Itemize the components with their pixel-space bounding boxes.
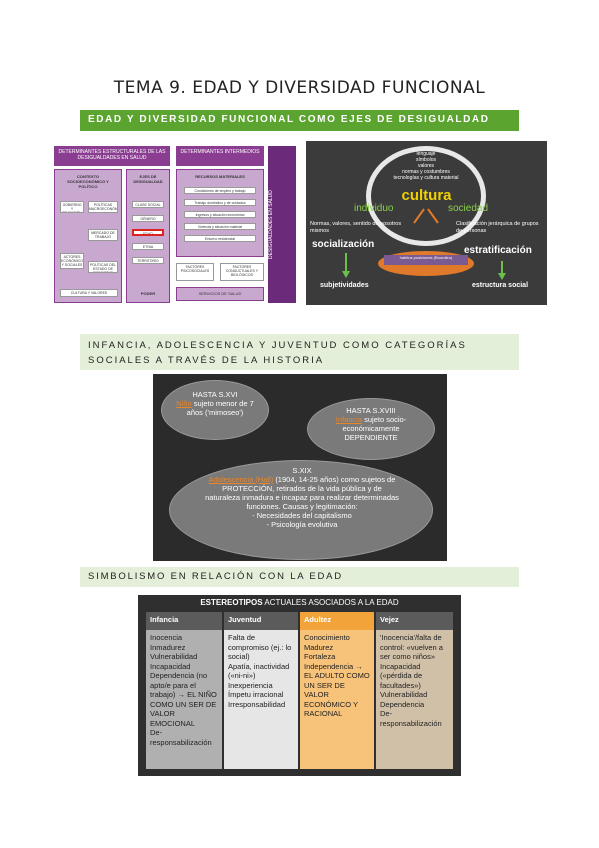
oval-s19-item-2: - Psicología evolutiva bbox=[266, 520, 338, 529]
estado-box: POLÍTICAS DEL ESTADO DE BIENESTAR bbox=[88, 261, 118, 273]
oval-s19-text: S.XIX Adolescencia (Hall) (1904, 14-25 a… bbox=[205, 466, 399, 529]
cultura-arrows bbox=[342, 208, 506, 280]
col-juventud: Juventud Falta de compromiso (ej.: lo so… bbox=[224, 612, 298, 769]
gobierno-box: GOBIERNO Y TRADICIÓN POLÍTICA bbox=[60, 201, 84, 213]
psicosociales-box: FACTORES PSICOSOCIALES bbox=[176, 263, 214, 281]
recurso-3: Ingresos y situación económica bbox=[184, 211, 256, 218]
poder-label: PODER bbox=[140, 291, 156, 296]
eje-genero: GÉNERO bbox=[132, 215, 164, 222]
oval-s18-link[interactable]: Infancia bbox=[335, 415, 363, 424]
recurso-2: Trabajo doméstico y de cuidados bbox=[184, 199, 256, 206]
oval-s19 bbox=[169, 460, 433, 560]
cultura-word: cultura bbox=[401, 187, 452, 204]
sociedad-label: sociedad bbox=[448, 203, 489, 214]
servicios-label: SERVICIOS DE SALUD bbox=[198, 291, 242, 296]
determinantes-diagram: DETERMINANTES ESTRUCTURALES DE LAS DESIG… bbox=[52, 141, 299, 305]
oval-s18-desc: sujeto socio-económicamente DEPENDIENTE bbox=[342, 415, 407, 442]
contexto-label: CONTEXTO SOCIOECONÓMICO Y POLÍTICO bbox=[67, 174, 109, 189]
estructura-label: estructura social bbox=[472, 282, 529, 289]
oval-s16-desc: sujeto menor de 7 años ('mimoseo') bbox=[186, 399, 254, 417]
recurso-5: Entorno residencial bbox=[184, 235, 256, 242]
eje-edad: EDAD bbox=[132, 229, 164, 236]
desigualdades-side: DESIGUALDADES EN SALUD bbox=[268, 146, 296, 303]
cultura-line-3: valores bbox=[417, 163, 435, 169]
oval-s16-text: HASTA S.XVI Niño sujeto menor de 7 años … bbox=[173, 390, 257, 417]
oval-s18 bbox=[307, 398, 435, 460]
eje-clase: CLASE SOCIAL bbox=[132, 201, 164, 208]
actores-box: ACTORES ECONÓMICOS Y SOCIALES bbox=[60, 253, 84, 269]
cultura-line-4: normas y costumbres bbox=[402, 169, 450, 175]
cultura-line-1: lenguaje bbox=[416, 151, 436, 157]
cultura-ring bbox=[366, 146, 486, 246]
col-body: 'Inocencia'/falta de control: «vuelven a… bbox=[376, 630, 453, 769]
col-body: Conocimiento Madurez Fortaleza Independe… bbox=[300, 630, 374, 769]
recursos-label: RECURSOS MATERIALES bbox=[195, 174, 245, 179]
cultura-diagram: lenguaje símbolos valores normas y costu… bbox=[306, 141, 547, 305]
eje-etnia: ETNIA bbox=[132, 243, 164, 250]
cultura-line-5: tecnologías y cultura material bbox=[393, 175, 459, 181]
col-header: Adultez bbox=[300, 612, 374, 630]
estratificacion-label: estratificación bbox=[464, 245, 532, 256]
eje-territorio: TERRITORIO bbox=[132, 257, 164, 264]
politicas-box: POLÍTICAS MACROECONÓMICAS bbox=[88, 201, 118, 213]
oval-s18-title: HASTA S.XVIII bbox=[346, 406, 396, 415]
ejes-box bbox=[126, 169, 170, 303]
section-heading-simbolismo: SIMBOLISMO EN RELACIÓN CON LA EDAD bbox=[80, 567, 519, 587]
section-heading-infancia: INFANCIA, ADOLESCENCIA Y JUVENTUD COMO C… bbox=[80, 334, 519, 370]
oval-s16-link[interactable]: Niño bbox=[176, 399, 192, 408]
oval-s19-item-1: - Necesidades del capitalismo bbox=[252, 511, 352, 520]
col-header: Vejez bbox=[376, 612, 453, 630]
col-header: Juventud bbox=[224, 612, 298, 630]
subjetividades-label: subjetividades bbox=[320, 282, 369, 289]
col-adultez: Adultez Conocimiento Madurez Fortaleza I… bbox=[300, 612, 374, 769]
col-vejez: Vejez 'Inocencia'/falta de control: «vue… bbox=[376, 612, 453, 769]
estereotipos-title-rest: ACTUALES ASOCIADOS A LA EDAD bbox=[262, 598, 399, 607]
estereotipos-title-bold: ESTEREOTIPOS bbox=[200, 598, 263, 607]
estereotipos-title: ESTEREOTIPOS ACTUALES ASOCIADOS A LA EDA… bbox=[138, 598, 461, 607]
cultura-box: CULTURA Y VALORES bbox=[60, 289, 118, 297]
historia-diagram: HASTA S.XVI Niño sujeto menor de 7 años … bbox=[153, 374, 447, 561]
oval-s16 bbox=[161, 380, 269, 440]
oval-s18-text: HASTA S.XVIII Infancia sujeto socio-econ… bbox=[325, 406, 417, 442]
ejes-label: EJES DE DESIGUALDAD bbox=[133, 174, 163, 184]
page-title: TEMA 9. EDAD Y DIVERSIDAD FUNCIONAL bbox=[113, 78, 486, 98]
servicios-box bbox=[176, 287, 264, 301]
recurso-1: Condiciones de empleo y trabajo bbox=[184, 187, 256, 194]
col-body: Inocencia Inmadurez Vulnerabilidad Incap… bbox=[146, 630, 222, 769]
section-heading-ejes: EDAD Y DIVERSIDAD FUNCIONAL COMO EJES DE… bbox=[80, 110, 519, 131]
col-header: Infancia bbox=[146, 612, 222, 630]
oval-s19-link[interactable]: Adolescencia (Hall) bbox=[208, 475, 274, 484]
col-body: Falta de compromiso (ej.: lo social) Apa… bbox=[224, 630, 298, 769]
estereotipos-table: ESTEREOTIPOS ACTUALES ASOCIADOS A LA EDA… bbox=[138, 595, 461, 776]
recurso-4: Vivienda y situación material bbox=[184, 223, 256, 230]
socializacion-label: socialización bbox=[312, 239, 375, 250]
intermedios-header: DETERMINANTES INTERMEDIOS bbox=[176, 146, 264, 166]
cultura-line-2: símbolos bbox=[415, 157, 436, 163]
oval-s19-title: S.XIX bbox=[292, 466, 312, 475]
oval-s19-desc: (1904, 14-25 años) como sujetos de PROTE… bbox=[205, 475, 399, 511]
conductuales-box: FACTORES CONDUCTUALES Y BIOLÓGICOS bbox=[220, 263, 264, 281]
estructurales-header: DETERMINANTES ESTRUCTURALES DE LAS DESIG… bbox=[54, 146, 170, 166]
habitus-bar: habitus posiciones (Bourdieu) bbox=[384, 255, 468, 265]
oval-s16-title: HASTA S.XVI bbox=[192, 390, 238, 399]
col-infancia: Infancia Inocencia Inmadurez Vulnerabili… bbox=[146, 612, 222, 769]
clasificacion-text: Clasificación jerárquica de grupos de pe… bbox=[456, 221, 539, 234]
mercado-box: MERCADO DE TRABAJO bbox=[88, 229, 118, 241]
individuo-label: individuo bbox=[354, 203, 394, 214]
normas-text: Normas, valores, sentido de nosotros mis… bbox=[310, 221, 402, 234]
